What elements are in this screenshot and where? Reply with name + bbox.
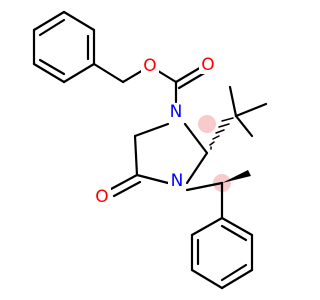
- lactam-carbonyl-oxygen-label: O: [95, 187, 108, 207]
- tert-butyl-group: [209, 85, 268, 150]
- structure-diagram: O O N N O: [32, 10, 268, 290]
- atom-ester-oxygen: O: [141, 56, 159, 76]
- molecule-drawing: O O N N O: [32, 10, 268, 290]
- ester-oxygen-label: O: [143, 56, 156, 76]
- wedge-bond: [222, 170, 251, 183]
- imidazolidinone-ring: [109, 122, 209, 198]
- lower-phenyl-ring: [190, 216, 254, 290]
- benzyl-phenyl-ring: [32, 10, 96, 84]
- atom-carbamate-carbonyl-oxygen: O: [199, 55, 217, 75]
- atom-ring-nitrogen-3: N: [168, 171, 186, 191]
- stereocenter-highlight-c2: [198, 115, 216, 133]
- atom-lactam-carbonyl-oxygen: O: [93, 187, 111, 207]
- phenylethyl-group: [185, 170, 251, 220]
- ring-nitrogen-3-label: N: [171, 171, 184, 191]
- carbamate-carbonyl-oxygen-label: O: [201, 55, 214, 75]
- ring-nitrogen-1-label: N: [170, 102, 183, 122]
- atom-ring-nitrogen-1: N: [167, 102, 185, 122]
